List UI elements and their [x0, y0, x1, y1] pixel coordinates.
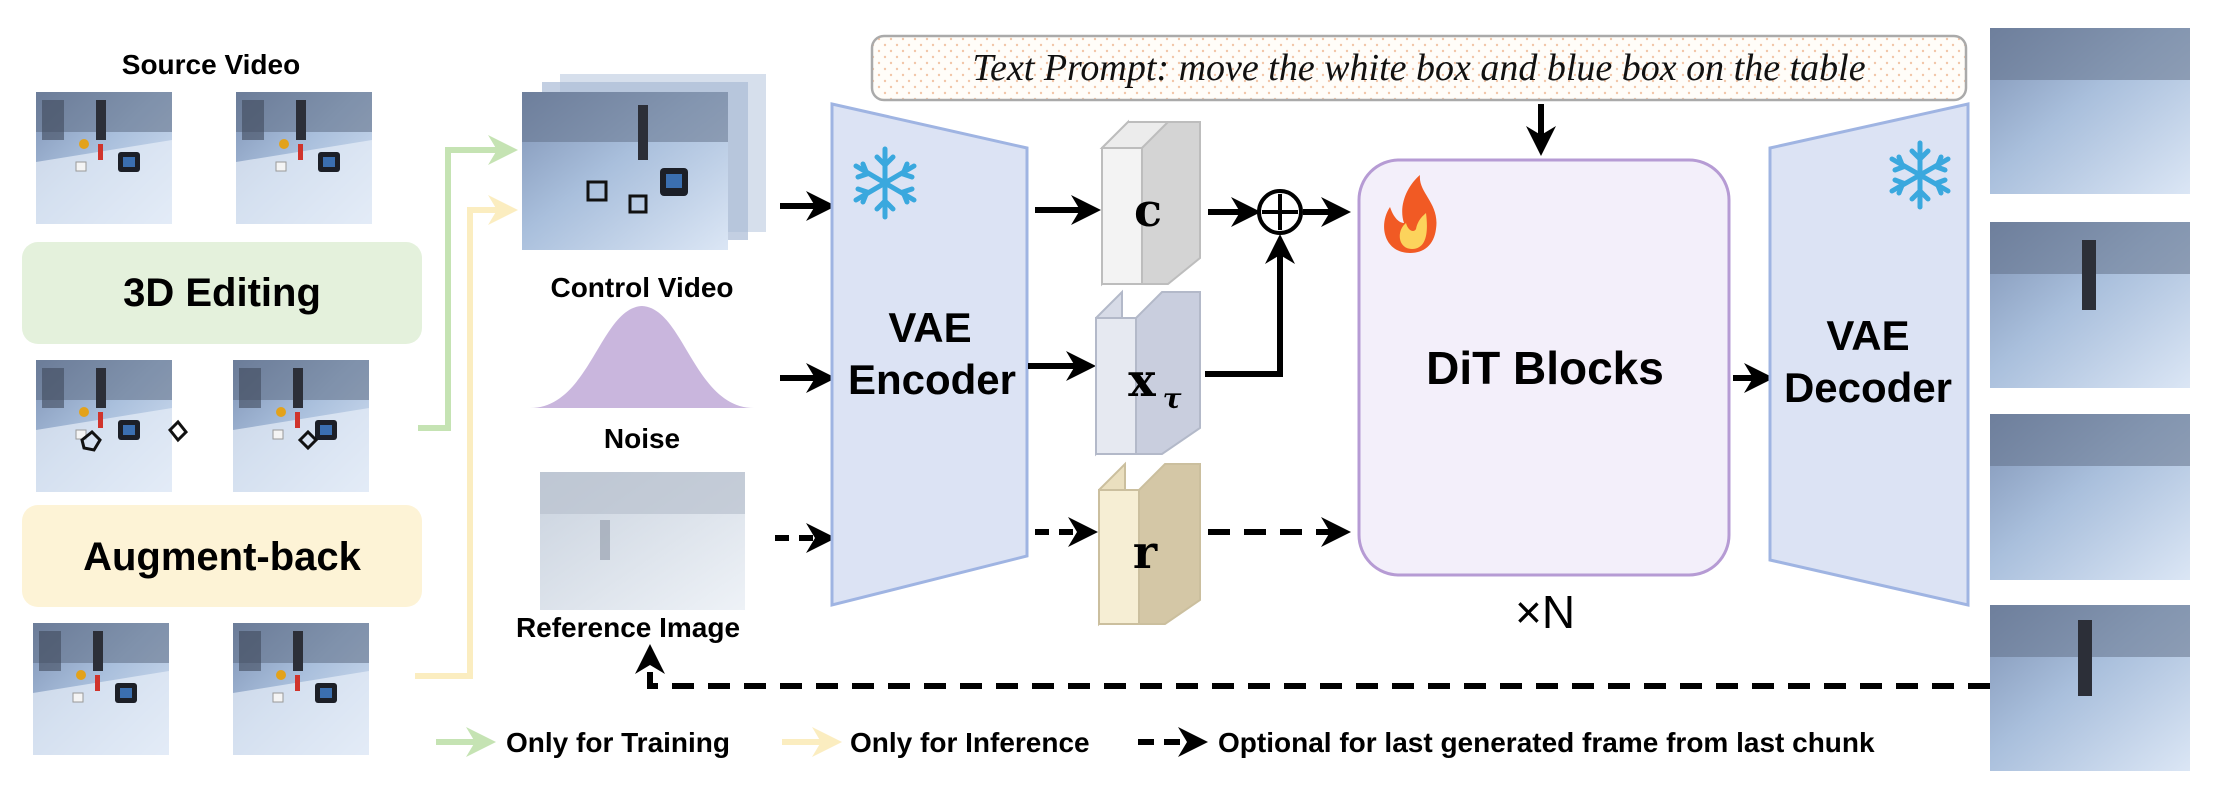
video-frame	[235, 91, 373, 225]
latent-x-label: x	[1128, 353, 1156, 407]
dit-blocks	[1357, 158, 1731, 577]
augment-back-label: Augment-back	[83, 535, 362, 579]
video-frame	[32, 622, 170, 756]
3d-edited-frames	[35, 359, 370, 493]
source-video-label: Source Video	[122, 49, 300, 80]
noise-gaussian-curve	[530, 306, 754, 408]
legend-training-label: Only for Training	[506, 727, 730, 758]
vae-encoder-label-line2: Encoder	[848, 356, 1016, 403]
video-frame	[232, 622, 370, 756]
arrow-feedback-last-frame	[635, 644, 1990, 689]
3d-editing-box	[22, 242, 422, 344]
dit-blocks-label: DiT Blocks	[1426, 342, 1664, 394]
latent-x-subscript: τ	[1163, 382, 1182, 415]
flame-icon	[1384, 175, 1437, 253]
latent-x-block	[1095, 289, 1201, 457]
vae-encoder-label-line1: VAE	[888, 304, 971, 351]
repeat-label: ×N	[1515, 586, 1575, 638]
training-path-line	[418, 135, 518, 431]
latent-c-label: c	[1134, 183, 1162, 237]
vae-decoder-label-line2: Decoder	[1784, 364, 1952, 411]
source-video-frames	[35, 91, 373, 225]
latent-r-block	[1098, 461, 1201, 627]
video-frame	[35, 91, 173, 225]
legend-inference-label: Only for Inference	[850, 727, 1090, 758]
latent-c-block	[1099, 119, 1201, 287]
3d-editing-label: 3D Editing	[123, 271, 321, 315]
video-frame	[35, 359, 173, 493]
output-frames	[1990, 28, 2190, 771]
noise-label: Noise	[604, 423, 680, 454]
reference-image-label: Reference Image	[516, 612, 740, 643]
legend-optional-label: Optional for last generated frame from l…	[1218, 727, 1875, 758]
text-prompt-box	[870, 34, 1968, 102]
reference-image	[540, 472, 745, 610]
latent-r-label: r	[1133, 525, 1158, 579]
control-video-stack	[522, 74, 766, 250]
inference-path-line	[415, 195, 518, 679]
augment-back-frames	[32, 622, 370, 756]
legend: Only for Training Only for Inference Opt…	[436, 727, 1875, 758]
edited-box-outlines	[80, 419, 319, 452]
vae-decoder-label-line1: VAE	[1826, 312, 1909, 359]
augment-back-box	[22, 505, 422, 607]
snowflake-icon	[1889, 140, 1951, 210]
snowflake-icon	[853, 146, 917, 220]
control-video-label: Control Video	[550, 272, 733, 303]
vae-decoder	[1768, 102, 1970, 607]
vae-encoder	[830, 102, 1029, 607]
text-prompt-label: Text Prompt: move the white box and blue…	[972, 47, 1865, 89]
video-frame	[232, 359, 370, 493]
arrow-x-to-plus	[1205, 234, 1295, 377]
